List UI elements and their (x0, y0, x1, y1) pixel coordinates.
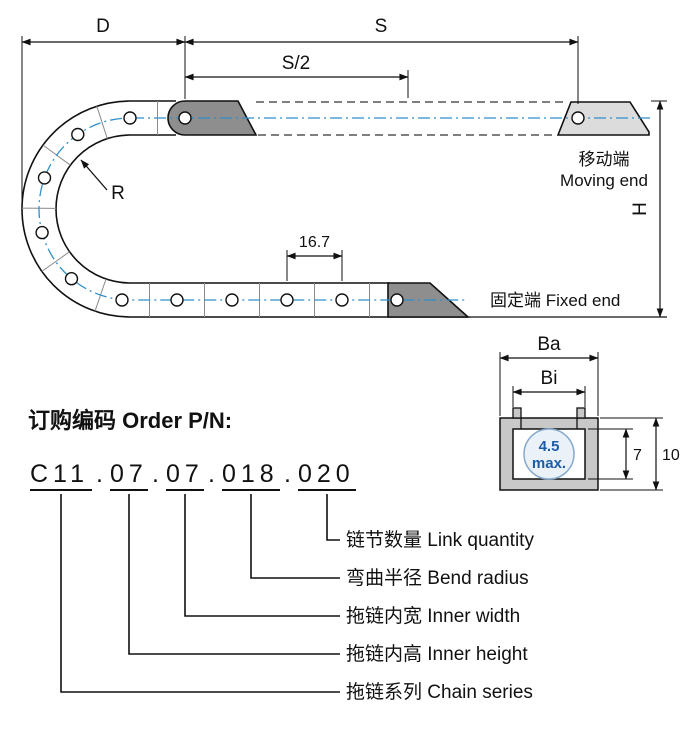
dimension-s-half: S/2 (184, 53, 409, 98)
section-profile (499, 417, 599, 491)
callout-inner-height: 拖链内高 Inner height (346, 643, 528, 665)
callout-lines (60, 494, 340, 693)
max-cable-unit: max. (532, 455, 566, 472)
code-dot: . (284, 460, 296, 488)
code-group-link-quantity: 020 (298, 460, 355, 488)
dim-ba-label: Ba (537, 334, 561, 355)
dim-outer-height-label: 10 (662, 447, 680, 464)
dimension-d: D (21, 16, 186, 204)
dim-s-half-label: S/2 (282, 53, 311, 74)
dim-h-label: H (630, 202, 651, 216)
callout-inner-width: 拖链内宽 Inner width (346, 605, 520, 627)
moving-end-bracket (167, 100, 258, 136)
max-cable-circle (523, 428, 575, 480)
dim-pitch-label: 16.7 (299, 234, 330, 251)
crossbar-tab-right (576, 407, 586, 419)
side-view: D S S/2 16.7 R (21, 16, 667, 318)
fixed-end-label: 固定端 Fixed end (490, 291, 620, 310)
code-dot: . (152, 460, 164, 488)
dimension-outer-height: 10 (600, 417, 680, 491)
cross-section-view: 4.5 max. Ba Bi 7 10 (499, 334, 680, 491)
code-group-series: C11 (30, 460, 89, 488)
moving-end-label-cn: 移动端 (579, 150, 630, 169)
moving-end-label-en: Moving end (560, 171, 648, 190)
order-heading: 订购编码 Order P/N: (28, 408, 232, 433)
dimension-ba: Ba (499, 334, 599, 416)
code-group-inner-width: 07 (166, 460, 204, 488)
dimension-bi: Bi (512, 368, 586, 407)
dimension-h: H (630, 100, 667, 318)
callout-link-quantity: 链节数量 Link quantity (346, 529, 534, 551)
code-dot: . (208, 460, 220, 488)
radius-leader: R (80, 159, 125, 204)
dim-r-label: R (111, 183, 125, 204)
chain-centerline (38, 117, 650, 301)
dimension-inner-height: 7 (588, 428, 642, 480)
callout-bend-radius: 弯曲半径 Bend radius (346, 567, 529, 589)
dim-s-label: S (375, 16, 388, 37)
max-cable-value: 4.5 (539, 438, 560, 455)
chain-pin-holes (35, 111, 585, 307)
code-dot: . (96, 460, 108, 488)
crossbar-tab-left (512, 407, 522, 419)
callout-chain-series: 拖链系列 Chain series (346, 681, 533, 703)
dim-inner-height-label: 7 (633, 447, 642, 464)
order-code-section: 订购编码 Order P/N: C11 . 07 . 07 . 018 . 02… (28, 408, 534, 703)
code-group-bend-radius: 018 (222, 460, 279, 488)
dim-bi-label: Bi (541, 368, 558, 389)
dimension-s: S (184, 16, 579, 104)
chain-inner-edge (55, 134, 390, 284)
dimension-pitch: 16.7 (286, 234, 343, 281)
code-group-inner-height: 07 (110, 460, 148, 488)
chain-outer-edge (21, 100, 468, 318)
dim-d-label: D (96, 16, 110, 37)
